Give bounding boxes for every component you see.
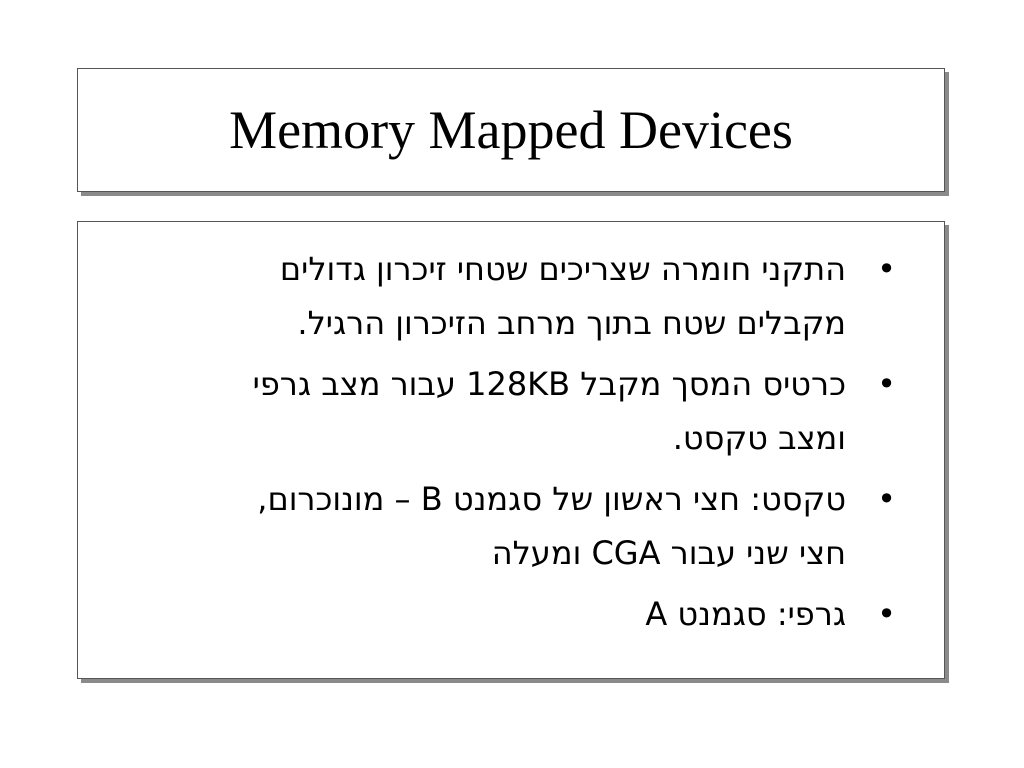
bullet-marker-icon: • bbox=[877, 250, 896, 288]
bullet-text: טקסט: חצי ראשון של סגמנט B – מונוכרום, ח… bbox=[257, 480, 846, 572]
bullet-item: • התקני חומרה שצריכים שטחי זיכרון גדולים… bbox=[96, 242, 896, 350]
bullet-marker-icon: • bbox=[877, 365, 896, 403]
bullet-marker-icon: • bbox=[877, 595, 896, 633]
bullet-item: • טקסט: חצי ראשון של סגמנט B – מונוכרום,… bbox=[96, 472, 896, 580]
bullet-list: • התקני חומרה שצריכים שטחי זיכרון גדולים… bbox=[96, 242, 896, 648]
content-box: • התקני חומרה שצריכים שטחי זיכרון גדולים… bbox=[77, 221, 945, 679]
bullet-text: גרפי: סגמנט A bbox=[645, 595, 846, 633]
bullet-item: • כרטיס המסך מקבל 128KB עבור מצב גרפי ומ… bbox=[96, 357, 896, 465]
bullet-item: • גרפי: סגמנט A bbox=[96, 587, 896, 641]
bullet-text: כרטיס המסך מקבל 128KB עבור מצב גרפי ומצב… bbox=[252, 365, 846, 457]
slide-title: Memory Mapped Devices bbox=[229, 100, 793, 160]
title-box: Memory Mapped Devices bbox=[77, 68, 945, 192]
bullet-text: התקני חומרה שצריכים שטחי זיכרון גדולים מ… bbox=[279, 250, 846, 342]
bullet-marker-icon: • bbox=[877, 480, 896, 518]
